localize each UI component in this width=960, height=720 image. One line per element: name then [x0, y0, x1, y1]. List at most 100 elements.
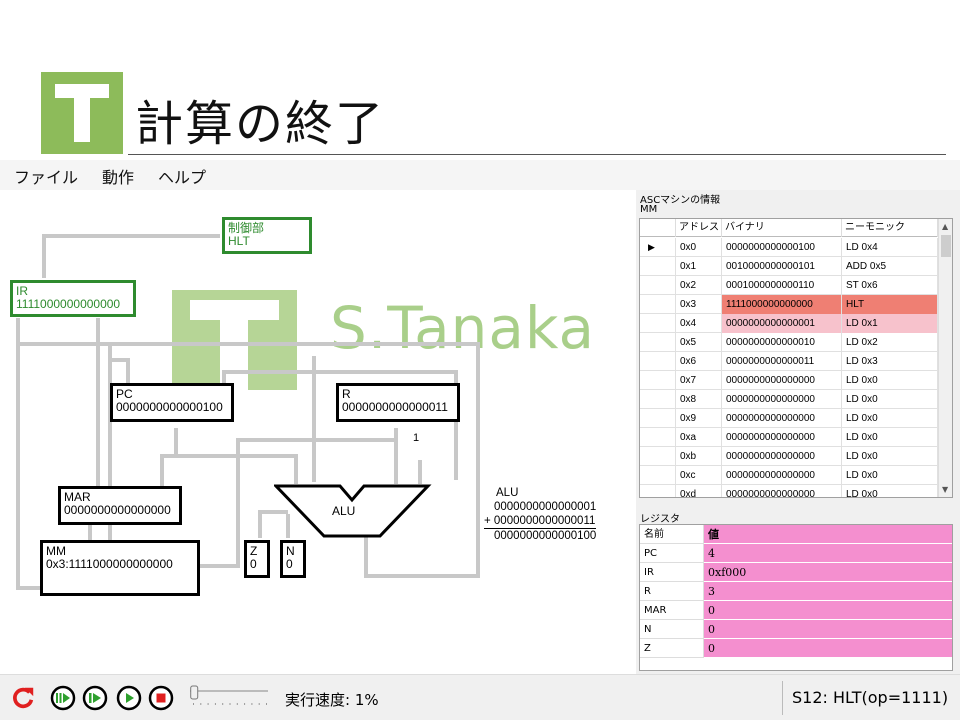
cell-binary: 0000000000000000 — [722, 447, 842, 466]
menu-action[interactable]: 動作 — [102, 168, 135, 187]
cell-mnemonic: LD 0x2 — [842, 333, 938, 352]
row-marker — [640, 295, 676, 314]
register-value: 4 — [704, 544, 952, 563]
mar-label: MAR — [64, 490, 91, 504]
row-marker — [640, 314, 676, 333]
cell-address: 0x1 — [676, 257, 722, 276]
alu-calc-title: ALU — [496, 487, 519, 499]
cell-mnemonic: LD 0x0 — [842, 447, 938, 466]
z-value: 0 — [250, 557, 257, 571]
fast-forward-icon[interactable] — [50, 685, 76, 711]
cell-mnemonic: LD 0x0 — [842, 428, 938, 447]
wire — [236, 438, 398, 442]
wire — [108, 358, 130, 362]
z-label: Z — [250, 544, 258, 558]
wire — [126, 358, 130, 384]
status-separator — [782, 681, 783, 715]
menu-file[interactable]: ファイル — [14, 168, 79, 187]
row-marker — [640, 485, 676, 497]
cell-binary: 0000000000000000 — [722, 428, 842, 447]
cell-address: 0xd — [676, 485, 722, 497]
mm-value: 0x3:1111000000000000 — [46, 557, 173, 571]
mm-group-title: ASCマシンの情報 — [640, 195, 721, 206]
cell-address: 0x5 — [676, 333, 722, 352]
constant-one-label: 1 — [413, 432, 420, 444]
col-marker — [640, 219, 676, 237]
scroll-down-icon[interactable]: ▼ — [942, 485, 949, 494]
memory-table-scrollbar[interactable]: ▲ ▼ — [938, 219, 952, 497]
r-label: R — [342, 387, 351, 401]
alu-shape — [274, 484, 432, 538]
scrollbar-thumb[interactable] — [941, 235, 951, 257]
row-marker — [640, 409, 676, 428]
col-address[interactable]: アドレス — [676, 219, 722, 237]
wire — [476, 514, 480, 578]
r-value: 0000000000000011 — [342, 400, 448, 414]
register-header-row: 名前 値 — [640, 525, 952, 544]
wire — [222, 370, 458, 374]
cell-mnemonic: ADD 0x5 — [842, 257, 938, 276]
pc-label: PC — [116, 387, 133, 401]
register-name: MAR — [640, 601, 704, 620]
register-group-title: レジスタ — [640, 514, 680, 525]
speed-label: 実行速度: 1% — [285, 691, 379, 709]
wire — [16, 318, 20, 590]
menu-help[interactable]: ヘルプ — [158, 168, 207, 187]
wire — [454, 370, 458, 480]
cell-address: 0x3 — [676, 295, 722, 314]
scroll-up-icon[interactable]: ▲ — [942, 222, 949, 231]
menubar: ファイル 動作 ヘルプ — [0, 160, 960, 190]
step-forward-icon[interactable] — [82, 685, 108, 711]
register-value: 0 — [704, 620, 952, 639]
n-value: 0 — [286, 557, 293, 571]
register-name: IR — [640, 563, 704, 582]
wire — [286, 514, 290, 538]
register-value: 0 — [704, 601, 952, 620]
alu-calc-operand-a: 0000000000000001 — [494, 501, 597, 513]
row-marker — [640, 447, 676, 466]
mm-label: MM — [46, 544, 66, 558]
r-register: R 0000000000000011 — [336, 383, 460, 422]
stop-icon[interactable] — [148, 685, 174, 711]
wire — [294, 454, 298, 484]
play-icon[interactable] — [116, 685, 142, 711]
wire — [16, 586, 42, 590]
app-window: ファイル 動作 ヘルプ S.Tanaka — [0, 160, 960, 720]
alu-label: ALU — [332, 504, 356, 518]
memory-table-header: アドレス バイナリ ニーモニック — [640, 219, 938, 237]
row-marker — [640, 371, 676, 390]
register-header-value: 値 — [704, 525, 952, 544]
col-binary[interactable]: バイナリ — [722, 219, 842, 237]
reset-icon[interactable] — [10, 685, 36, 711]
wire — [394, 428, 398, 484]
statusbar: 実行速度: 1% S12: HLT(op=1111) — [0, 674, 960, 720]
control-unit: 制御部 HLT — [222, 217, 312, 254]
alu-calc-result: 0000000000000100 — [484, 528, 597, 543]
speed-slider[interactable] — [186, 685, 272, 711]
cell-mnemonic: LD 0x0 — [842, 371, 938, 390]
col-mnemonic[interactable]: ニーモニック — [842, 219, 938, 237]
main-memory: MM 0x3:1111000000000000 — [40, 540, 200, 596]
